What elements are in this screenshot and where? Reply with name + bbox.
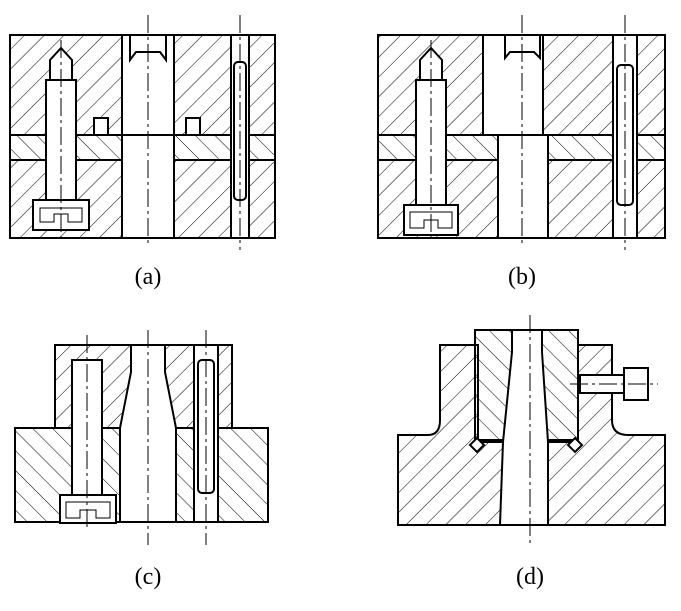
- center-hole: [497, 134, 549, 239]
- label-a: (a): [134, 264, 162, 290]
- label-b: (b): [508, 264, 536, 290]
- screw-slot: [39, 207, 83, 223]
- diagram-d: [397, 315, 666, 545]
- relief-groove-left: [468, 436, 486, 454]
- clamp-right: [185, 117, 201, 136]
- label-d: (d): [516, 564, 544, 590]
- screw-slot: [65, 501, 111, 519]
- screw-slot: [409, 211, 453, 229]
- relief-groove-right: [566, 436, 584, 454]
- diagram-b: [377, 15, 666, 250]
- diagram-c: [14, 330, 269, 545]
- clamp-left: [93, 117, 109, 136]
- label-c: (c): [134, 564, 162, 590]
- screw-head: [59, 494, 117, 524]
- conical-die-hole: [498, 329, 549, 526]
- diagram-a: [9, 15, 276, 250]
